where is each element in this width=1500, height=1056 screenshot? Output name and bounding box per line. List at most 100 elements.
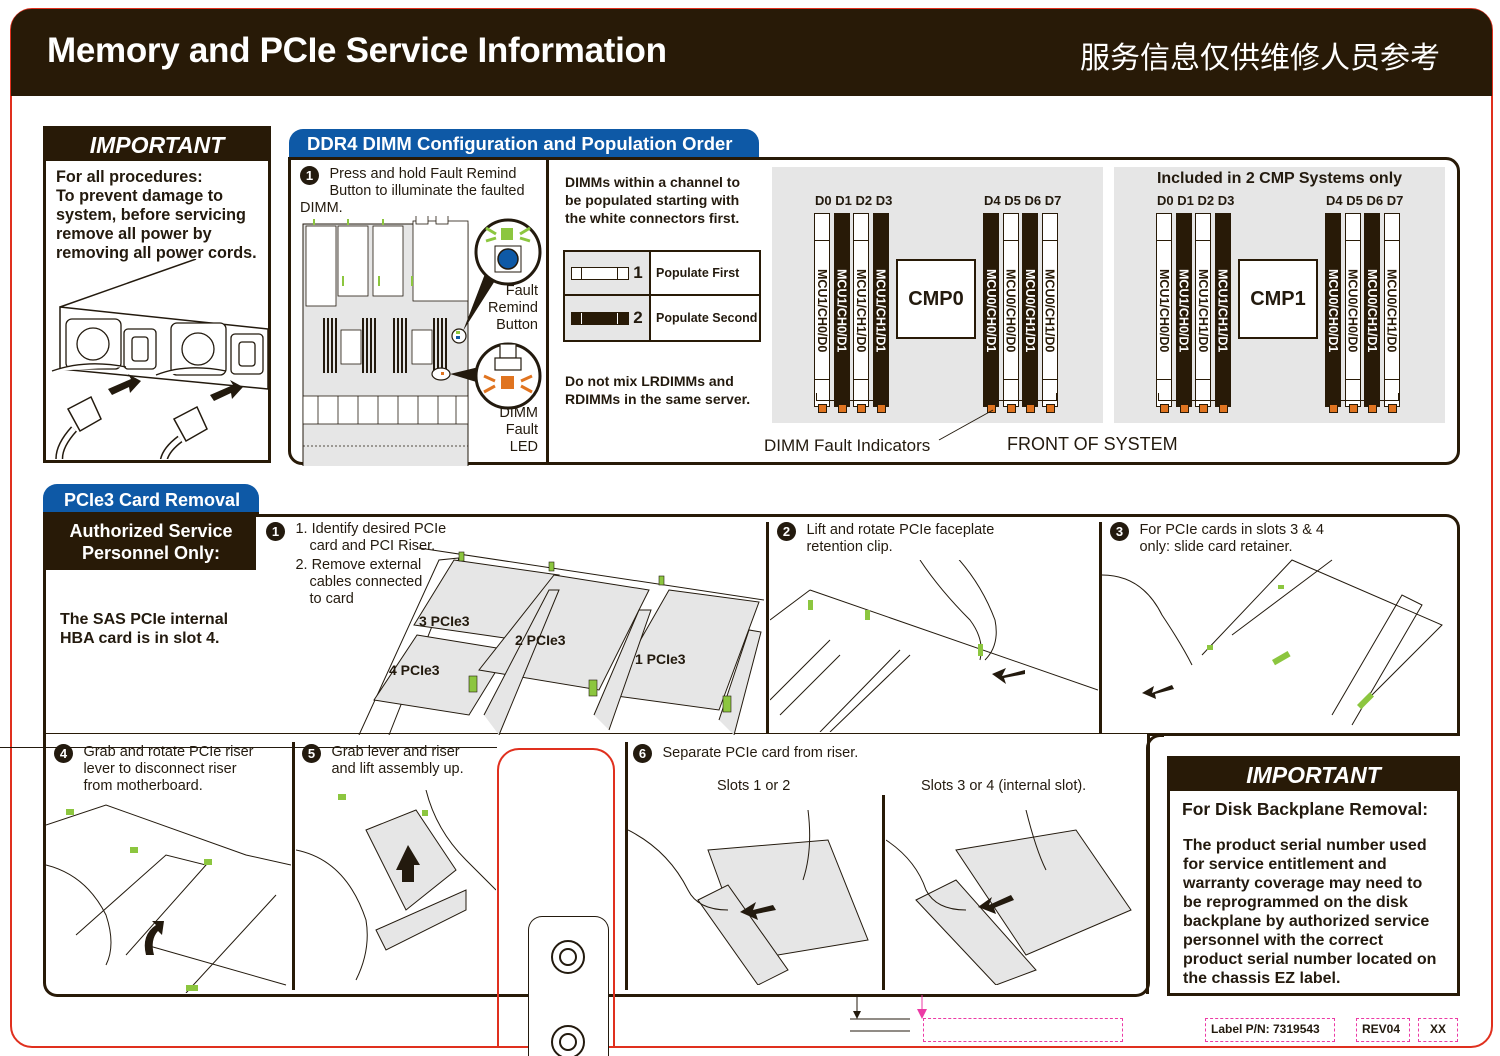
dimm-slot: MCU1/CH0/D0 xyxy=(1156,213,1172,407)
divider xyxy=(882,795,885,990)
registration-line xyxy=(0,747,497,748)
fault-remind-button-callout: Fault Remind Button xyxy=(470,283,538,334)
legend-label: Populate Second xyxy=(656,311,758,325)
dimm-fault-led-icon xyxy=(857,404,866,413)
separate-card-slot12-illustration xyxy=(628,810,869,985)
white-connector-icon xyxy=(571,266,630,280)
pcie-step-2: 2 Lift and rotate PCIe faceplate retenti… xyxy=(777,522,994,556)
motherboard-illustration xyxy=(302,216,542,466)
pcie-step-6: 6 Separate PCIe card from riser. xyxy=(633,744,858,763)
text-line: the chassis EZ label. xyxy=(1183,970,1341,987)
authorized-body: The SAS PCIe internal HBA card is in slo… xyxy=(46,570,256,688)
step-text: Grab lever and riser and lift assembly u… xyxy=(331,744,463,778)
dimm-slot: MCU0/CH0/D1 xyxy=(1325,213,1341,407)
step-number-badge: 6 xyxy=(633,744,652,763)
legend-row-second: 2 Populate Second xyxy=(565,296,759,340)
text-line: and lift assembly up. xyxy=(331,761,464,777)
dimm-slot: MCU0/CH1/D0 xyxy=(1383,213,1400,407)
dimm-slot: MCU0/CH0/D0 xyxy=(1344,213,1361,407)
divider xyxy=(1146,750,1149,994)
cmp1-processor: CMP1 xyxy=(1238,259,1318,339)
text-line: from motherboard. xyxy=(83,778,203,794)
dimm-slot: MCU1/CH0/D0 xyxy=(814,213,830,407)
dimm-fault-led-icon xyxy=(987,404,996,413)
fault-indicator-leader-line xyxy=(938,409,994,441)
dimm-group-bracket xyxy=(816,393,888,401)
text-line: Do not mix LRDIMMs and xyxy=(565,373,734,389)
separate-card-slot34-illustration xyxy=(886,810,1132,985)
page-title-chinese: 服务信息仅供维修人员参考 xyxy=(1080,41,1440,76)
text-line: personnel with the correct xyxy=(1183,932,1384,949)
text-line: 2. Remove external xyxy=(295,557,422,573)
text-line: Press and hold Fault Remind xyxy=(329,166,517,182)
legend-swatch: 1 xyxy=(565,252,651,294)
dimm-latch xyxy=(853,213,869,241)
label-revision: REV04 xyxy=(1356,1018,1410,1042)
dimm-slot-label: MCU1/CH0/D0 xyxy=(815,269,829,353)
tab-pcie3-card-removal: PCIe3 Card Removal xyxy=(43,484,259,514)
text-line: The product serial number used xyxy=(1183,837,1427,854)
label-part-number: Label P/N: 7319543 xyxy=(1205,1018,1335,1042)
text-line: For all procedures: xyxy=(56,168,203,186)
text-line: backplane by authorized service xyxy=(1183,913,1430,930)
black-connector-icon xyxy=(571,311,630,325)
text-line: remove all power by xyxy=(56,225,212,243)
dimm-slot-label: MCU0/CH1/D1 xyxy=(1365,269,1379,353)
text-line: Personnel Only: xyxy=(81,543,221,563)
dimm-latch xyxy=(1022,213,1038,241)
cmp1-caption: Included in 2 CMP Systems only xyxy=(1156,170,1403,187)
pcie-step-4: 4 Grab and rotate PCIe riser lever to di… xyxy=(54,744,254,795)
text-line: Remind xyxy=(488,300,538,316)
text-line: DIMM xyxy=(499,405,538,421)
slot-label-4: 4 PCIe3 xyxy=(389,662,440,678)
dimm-latch xyxy=(1175,213,1192,241)
dimm-fault-led-icon xyxy=(1218,404,1228,413)
mix-warning-note: Do not mix LRDIMMs and RDIMMs in the sam… xyxy=(565,372,750,408)
authorized-service-box: Authorized Service Personnel Only: The S… xyxy=(43,512,259,736)
dimm-slot-label: MCU0/CH0/D0 xyxy=(1003,269,1018,353)
dimm-fault-led-icon xyxy=(1179,404,1189,413)
page-title: Memory and PCIe Service Information xyxy=(47,31,667,70)
mounting-hole-icon xyxy=(551,940,585,974)
dimm-latch xyxy=(872,213,889,241)
power-supply-illustration xyxy=(51,259,268,459)
dimm-fault-led-callout: DIMM Fault LED xyxy=(470,405,538,456)
dimm-fault-led-icon xyxy=(818,404,827,413)
pcie-step-3: 3 For PCIe cards in slots 3 & 4 only: sl… xyxy=(1110,522,1324,556)
dimm-fault-led-icon xyxy=(1387,404,1397,413)
text-line: card and PCI Riser. xyxy=(309,538,436,554)
front-of-system-label: FRONT OF SYSTEM xyxy=(1007,434,1178,454)
important-backplane-box: IMPORTANT For Disk Backplane Removal: Th… xyxy=(1167,756,1460,996)
text-line: be reprogrammed on the disk xyxy=(1183,894,1408,911)
legend-row-first: 1 Populate First xyxy=(565,252,759,296)
dimm-latch xyxy=(1325,213,1341,241)
dimm-fault-led-icon xyxy=(1045,404,1055,413)
riser-lever-illustration xyxy=(46,804,291,993)
dimm-slot: MCU0/CH1/D1 xyxy=(1022,213,1038,407)
slot-label-2: 2 PCIe3 xyxy=(515,632,566,648)
dimm-latch xyxy=(983,213,999,241)
lift-riser-illustration xyxy=(296,790,496,981)
dimm-group-bracket xyxy=(1158,393,1230,401)
dimm-slot-label: MCU1/CH1/D1 xyxy=(1215,269,1230,353)
step-text: 1. Identify desired PCIe card and PCI Ri… xyxy=(295,521,446,608)
legend-number: 1 xyxy=(633,263,643,282)
important-heading: IMPORTANT xyxy=(46,129,268,161)
text-line: retention clip. xyxy=(806,539,893,555)
dimm-slot: MCU1/CH1/D1 xyxy=(1214,213,1231,407)
dimm-fault-led-icon xyxy=(1368,404,1377,413)
dimm-fault-led-icon xyxy=(1160,404,1169,413)
divider xyxy=(766,522,769,734)
dimm-latch xyxy=(1041,213,1058,241)
step-number-badge: 1 xyxy=(266,522,285,541)
dimm-slot-label: MCU0/CH0/D0 xyxy=(1345,269,1360,353)
text-line: RDIMMs in the same server. xyxy=(565,391,751,407)
retention-clip-illustration xyxy=(770,560,1098,732)
dimm-slot: MCU1/CH1/D1 xyxy=(872,213,889,407)
text-line: DIMM. xyxy=(300,200,343,216)
authorized-heading: Authorized Service Personnel Only: xyxy=(46,515,256,570)
legend-swatch: 2 xyxy=(565,296,651,340)
slot-label-3: 3 PCIe3 xyxy=(419,613,470,629)
important-backplane-text: The product serial number used for servi… xyxy=(1170,820,1457,988)
dimm-slot-label: MCU1/CH0/D1 xyxy=(834,269,849,353)
